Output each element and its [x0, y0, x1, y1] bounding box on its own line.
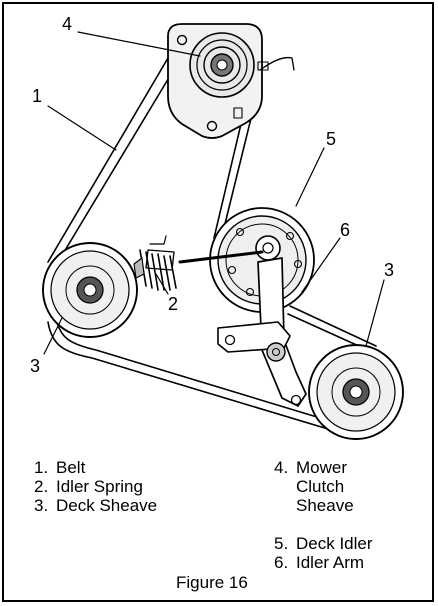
- deck-sheave-left: [42, 242, 138, 338]
- mower-clutch-sheave: [167, 23, 295, 139]
- deck-idler: [209, 207, 315, 313]
- callout-6-arm: 6: [340, 220, 350, 240]
- figure-caption: Figure 16: [176, 573, 248, 592]
- leader-lines: [43, 31, 385, 355]
- legend-item-belt: 1.Belt: [34, 458, 86, 477]
- callout-3-right-sheave: 3: [384, 260, 394, 280]
- idler-arm: [217, 257, 307, 407]
- callout-4-clutch: 4: [62, 14, 72, 34]
- legend-item-mower-clutch-sheave: 4.Mower Clutch Sheave: [274, 458, 354, 515]
- deck-sheave-right: [308, 344, 404, 440]
- callout-3-left-sheave: 3: [30, 356, 40, 376]
- callout-2-spring: 2: [168, 294, 178, 314]
- legend-item-deck-sheave: 3.Deck Sheave: [34, 496, 158, 515]
- callout-5-idler: 5: [326, 129, 336, 149]
- legend-item-deck-idler: 5.Deck Idler: [274, 534, 373, 553]
- legend-item-idler-arm: 6.Idler Arm: [274, 553, 365, 572]
- legend-item-idler-spring: 2.Idler Spring: [34, 477, 143, 496]
- idler-spring: [133, 235, 264, 291]
- callout-1-belt: 1: [32, 86, 42, 106]
